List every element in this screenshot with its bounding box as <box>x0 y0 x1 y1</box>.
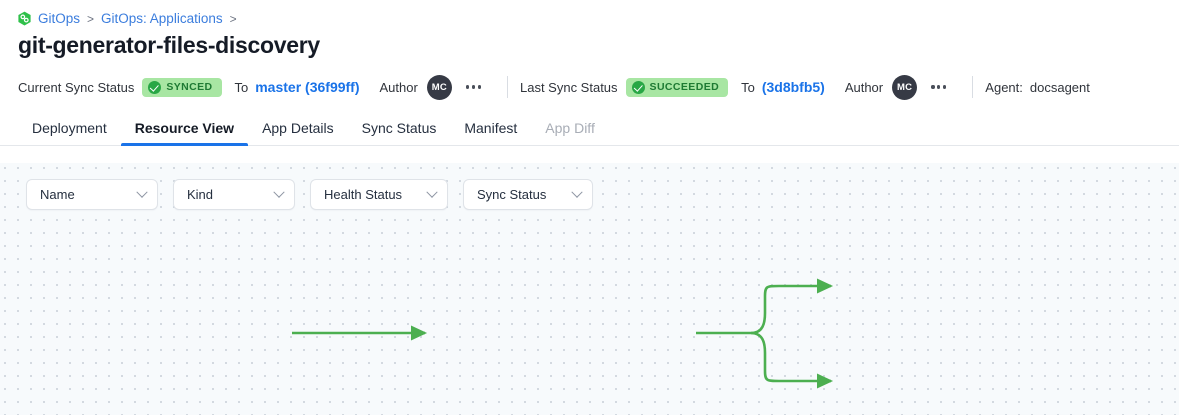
last-author-avatar[interactable]: MC <box>892 74 918 100</box>
tab-manifest[interactable]: Manifest <box>464 120 518 136</box>
resource-graph-canvas: Name Kind Health Status Sync Status <box>0 163 1179 415</box>
filter-health-status-label: Health Status <box>324 187 403 202</box>
filter-kind-dropdown[interactable]: Kind <box>173 179 295 210</box>
last-sync-status-label: Last Sync Status <box>519 79 618 95</box>
filter-kind-label: Kind <box>187 187 214 202</box>
tab-bar: Deployment Resource View App Details Syn… <box>0 110 1179 146</box>
tab-deployment[interactable]: Deployment <box>32 120 107 136</box>
breadcrumb-item-applications[interactable]: GitOps: Applications <box>101 11 223 26</box>
status-bar: Current Sync Status SYNCED To master (36… <box>0 68 1179 106</box>
breadcrumb-item-gitops[interactable]: GitOps <box>38 11 81 26</box>
filter-name-label: Name <box>40 187 75 202</box>
last-to-label: To <box>741 79 755 95</box>
filter-sync-status-dropdown[interactable]: Sync Status <box>463 179 593 210</box>
check-circle-icon <box>148 80 162 94</box>
tab-app-diff: App Diff <box>545 120 595 136</box>
current-author-label: Author <box>379 79 418 95</box>
last-sync-status-badge-label: SUCCEEDED <box>649 81 720 93</box>
last-revision-link[interactable]: (3d8bfb5) <box>761 79 825 95</box>
chevron-down-icon <box>571 186 583 198</box>
graph-edges <box>292 278 834 389</box>
chevron-down-icon <box>136 186 148 198</box>
page-title: git-generator-files-discovery <box>18 32 320 58</box>
chevron-down-icon <box>273 186 285 198</box>
current-sync-more-icon[interactable] <box>465 85 481 89</box>
last-sync-status-badge: SUCCEEDED <box>625 77 729 97</box>
tab-resource-view[interactable]: Resource View <box>120 120 249 146</box>
chevron-down-icon <box>426 186 438 198</box>
status-divider-2 <box>972 76 974 98</box>
filter-sync-status-label: Sync Status <box>477 187 547 202</box>
breadcrumb: GitOps > GitOps: Applications > <box>0 0 1179 26</box>
resource-graph: git-generator-files-disco... Application… <box>0 163 1179 415</box>
breadcrumb-separator: > <box>87 11 95 26</box>
tab-sync-status[interactable]: Sync Status <box>361 120 437 136</box>
current-sync-status-label: Current Sync Status <box>18 79 135 95</box>
current-author-avatar[interactable]: MC <box>426 74 452 100</box>
status-divider-1 <box>506 76 508 98</box>
agent-label: Agent: <box>985 79 1023 95</box>
last-sync-more-icon[interactable] <box>931 85 947 89</box>
filter-bar: Name Kind Health Status Sync Status <box>26 179 593 210</box>
check-circle-icon-2 <box>631 80 645 94</box>
current-revision-link[interactable]: master (36f99ff) <box>255 79 360 95</box>
current-to-label: To <box>234 79 249 95</box>
gitops-hexagon-icon <box>17 11 32 26</box>
current-sync-status-badge: SYNCED <box>142 77 222 97</box>
agent-value: docsagent <box>1029 79 1090 95</box>
current-sync-status-badge-label: SYNCED <box>166 81 213 93</box>
filter-health-status-dropdown[interactable]: Health Status <box>310 179 448 210</box>
last-author-label: Author <box>844 79 884 95</box>
tab-app-details[interactable]: App Details <box>262 120 334 136</box>
filter-name-dropdown[interactable]: Name <box>26 179 158 210</box>
breadcrumb-separator-2: > <box>229 11 237 26</box>
